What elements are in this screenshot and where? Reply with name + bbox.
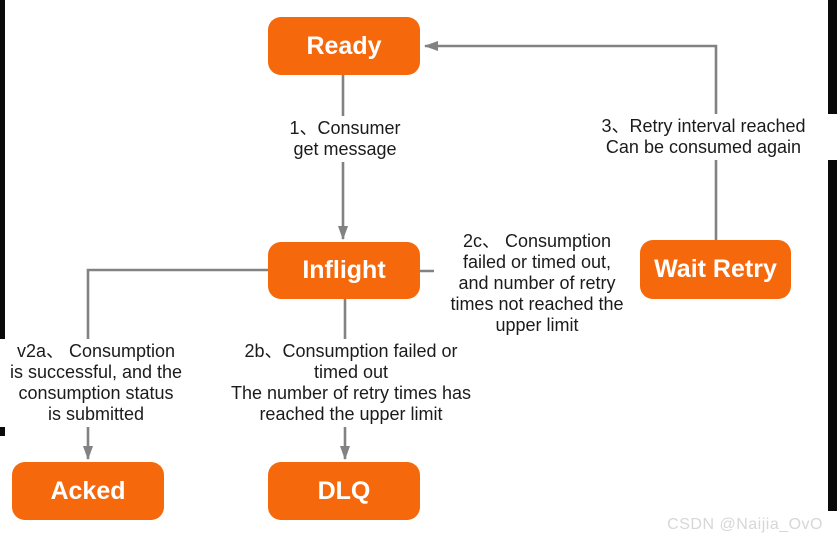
node-acked-label: Acked [50,476,126,505]
node-acked: Acked [12,462,164,520]
edge-label-consumption-successful: v2a、 Consumption is successful, and the … [0,339,192,427]
edge-label-line: 2c、 Consumption [462,231,612,251]
edge-label-line: upper limit [495,315,579,335]
edge-label-line: 2b、Consumption failed or [244,341,458,361]
arrow-waitretry-to-ready [424,41,718,240]
edge-label-line: and number of retry [458,273,616,293]
edge-label-line: v2a、 Consumption [16,341,176,361]
node-ready: Ready [268,17,420,75]
edge-label-line: is submitted [47,404,145,424]
edge-label-line: get message [293,139,397,159]
node-inflight: Inflight [268,242,420,299]
edge-label-retry-not-reached-limit: 2c、 Consumption failed or timed out, and… [434,229,640,338]
node-inflight-label: Inflight [302,256,386,284]
edge-label-line: 1、Consumer [289,118,401,138]
edge-label-line: failed or timed out, [462,252,612,272]
edge-label-line: times not reached the [450,294,624,314]
edge-label-line: 3、Retry interval reached [601,116,806,136]
edge-label-line: Can be consumed again [605,137,802,157]
watermark: CSDN @Naijia_OvO [667,516,823,533]
edge-label-line: The number of retry times has [230,383,472,403]
edge-label-line: consumption status [18,383,174,403]
left-border-bar [0,0,5,436]
edge-label-consumer-get-message: 1、Consumer get message [240,116,450,162]
edge-label-line: reached the upper limit [259,404,443,424]
node-dlq-label: DLQ [317,476,371,505]
edge-label-line: is successful, and the [9,362,183,382]
node-dlq: DLQ [268,462,420,520]
edge-label-retry-interval: 3、Retry interval reached Can be consumed… [570,114,837,160]
edge-label-line: timed out [313,362,389,382]
right-border-bar [828,0,837,511]
node-ready-label: Ready [306,31,382,60]
edge-label-retry-reached-limit: 2b、Consumption failed or timed out The n… [218,339,484,427]
node-wait-retry: Wait Retry [640,240,791,299]
node-wait-retry-label: Wait Retry [654,255,777,283]
